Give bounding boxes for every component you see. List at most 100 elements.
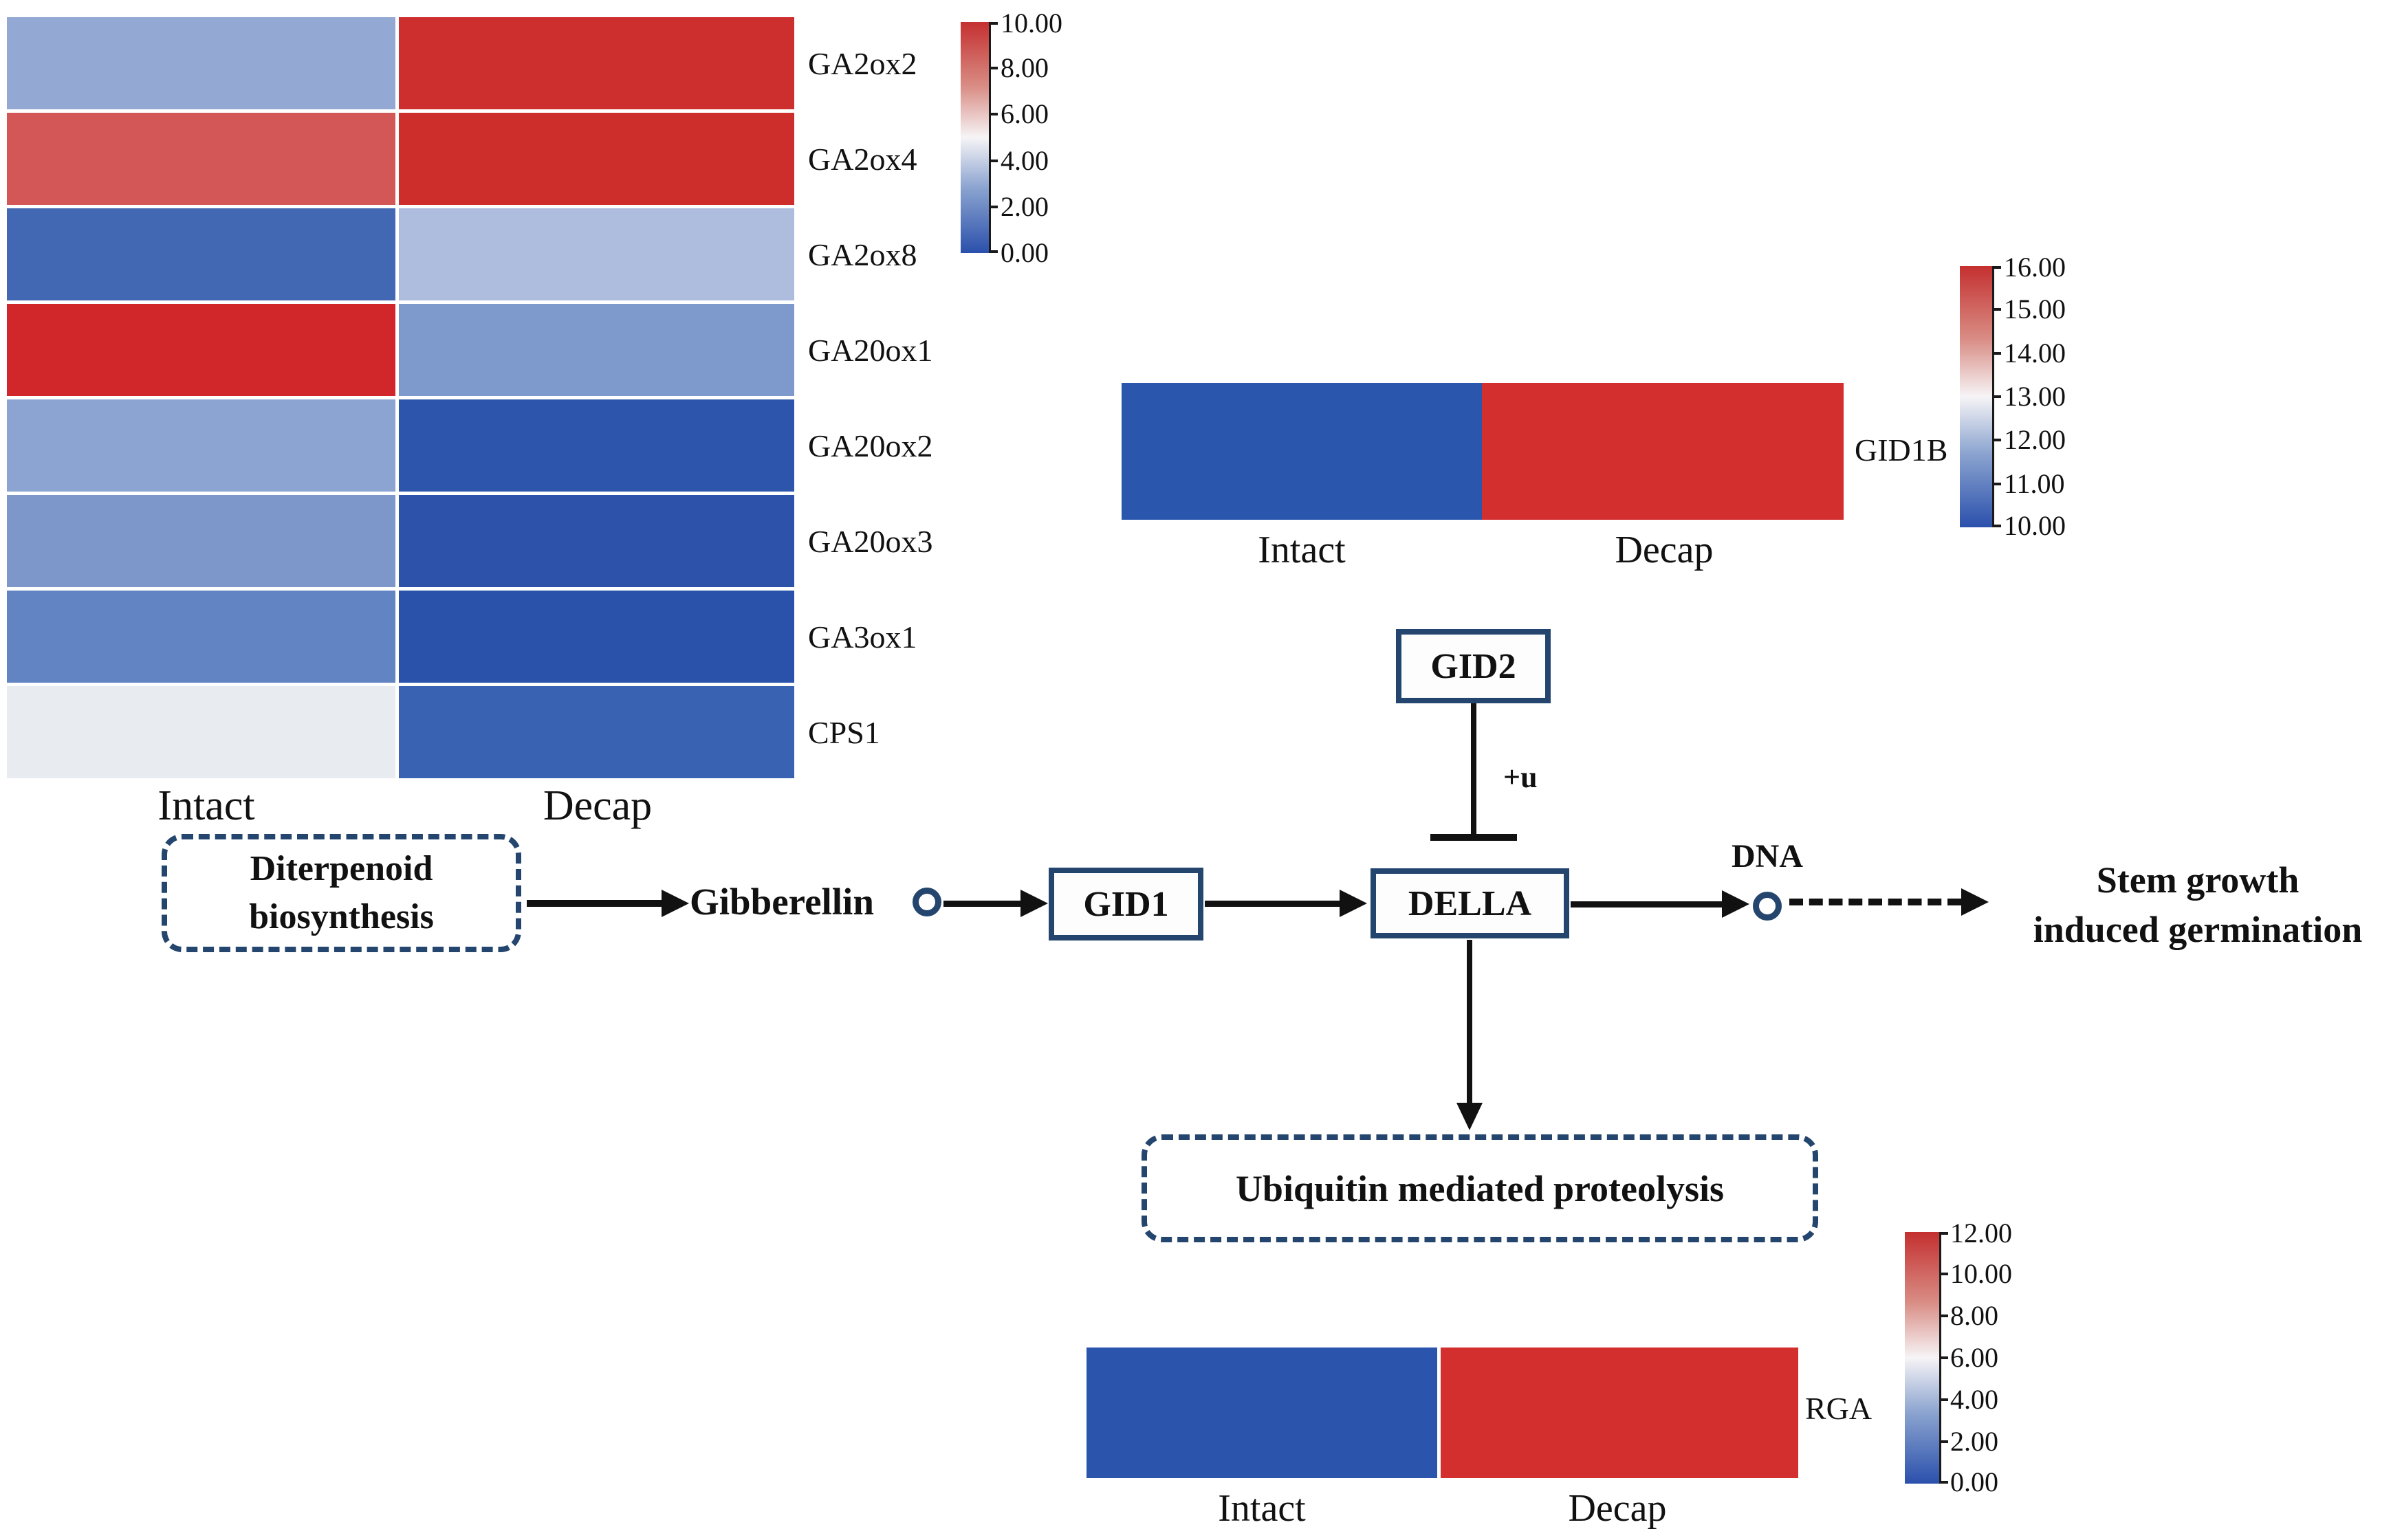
colorbar-gradient — [961, 22, 991, 253]
colorbar-tick — [1939, 1398, 1948, 1401]
stem-growth-line1: Stem growth — [2096, 859, 2300, 901]
colorbar-tick-label: 2.00 — [1950, 1426, 1998, 1457]
arrow-gid1-della — [1205, 901, 1340, 907]
gene-row-label: GA2ox4 — [808, 141, 917, 177]
ubiquitin-label: Ubiquitin mediated proteolysis — [1235, 1167, 1725, 1209]
colorbar-tick — [989, 22, 998, 25]
ubiquitination-label: +u — [1503, 760, 1538, 794]
stem-growth-label: Stem growth induced germination — [2005, 855, 2391, 954]
colorbar-tick-label: 10.00 — [1001, 8, 1062, 38]
colorbar-tick — [1992, 395, 2001, 398]
colorbar-tick — [1939, 1232, 1948, 1235]
colorbar-tick — [1992, 308, 2001, 311]
colorbar-tick-label: 15.00 — [2004, 294, 2066, 324]
gene-row-label: GA2ox8 — [808, 236, 917, 272]
gene-row-label: GA20ox3 — [808, 523, 933, 559]
heatmap-cell — [1441, 1348, 1798, 1478]
gene-row-label: GA20ox1 — [808, 332, 933, 368]
colorbar-tick-label: 0.00 — [1950, 1466, 1998, 1497]
gibberellin-node-circle — [913, 888, 941, 916]
heatmap-cell — [399, 686, 794, 778]
arrowhead-right-icon — [1961, 888, 1989, 916]
colorbar-tick-label: 4.00 — [1001, 145, 1049, 176]
colorbar-ga-genes: 10.00 8.00 6.00 4.00 2.00 0.00 — [961, 8, 1098, 268]
arrow-della-dna — [1571, 901, 1722, 908]
heatmap-cell — [399, 495, 794, 587]
diterpenoid-line2: biosynthesis — [249, 897, 434, 936]
colorbar-gradient — [1960, 266, 1994, 527]
colorbar-tick-label: 6.00 — [1950, 1342, 1998, 1373]
gene-row-label: RGA — [1805, 1391, 1873, 1426]
dna-node-circle — [1753, 892, 1782, 921]
col-label-intact: Intact — [1258, 529, 1346, 571]
heatmap-cell — [1122, 383, 1482, 520]
colorbar-tick — [1992, 483, 2001, 485]
inhibition-line — [1471, 703, 1476, 835]
heatmap-cell — [399, 399, 794, 492]
colorbar-tick-label: 6.00 — [1001, 98, 1049, 129]
heatmap-ga-genes — [7, 17, 794, 778]
heatmap-cell — [7, 495, 395, 587]
colorbar-tick — [1939, 1481, 1948, 1484]
dashed-box-ubiquitin: Ubiquitin mediated proteolysis — [1142, 1134, 1818, 1242]
arrowhead-down-icon — [1456, 1103, 1483, 1130]
node-gid2: GID2 — [1396, 629, 1551, 703]
col-label-intact: Intact — [157, 782, 255, 829]
gene-row-label: GA2ox2 — [808, 45, 917, 81]
colorbar-tick — [1939, 1314, 1948, 1317]
colorbar-gid1b: 16.00 15.00 14.00 13.00 12.00 11.00 10.0… — [1960, 252, 2111, 541]
colorbar-tick-label: 12.00 — [2004, 424, 2066, 455]
heatmap-cell — [7, 113, 395, 205]
colorbar-tick-label: 11.00 — [2004, 468, 2065, 499]
arrowhead-right-icon — [1020, 890, 1048, 917]
heatmap-cell — [7, 686, 395, 778]
colorbar-tick-label: 4.00 — [1950, 1384, 1998, 1415]
colorbar-tick-label: 10.00 — [1950, 1258, 2012, 1289]
heatmap-cell — [399, 591, 794, 683]
colorbar-tick-label: 12.00 — [1950, 1218, 2012, 1248]
gene-row-label: GA3ox1 — [808, 619, 917, 654]
heatmap-cell — [399, 304, 794, 396]
colorbar-gradient — [1905, 1232, 1941, 1484]
arrow-della-ubiquitin — [1467, 940, 1472, 1103]
colorbar-tick-label: 8.00 — [1950, 1300, 1998, 1331]
heatmap-cell — [7, 304, 395, 396]
gibberellin-label: Gibberellin — [690, 881, 874, 923]
heatmap-cell — [7, 591, 395, 683]
colorbar-tick — [1992, 352, 2001, 355]
dna-label: DNA — [1732, 838, 1803, 874]
arrowhead-right-icon — [662, 890, 689, 917]
node-gid2-label: GID2 — [1430, 646, 1516, 686]
colorbar-tick — [1992, 525, 2001, 527]
node-della-label: DELLA — [1408, 883, 1532, 923]
arrow-diterpenoid-gibberellin — [527, 900, 662, 907]
gene-row-label: GA20ox2 — [808, 428, 933, 463]
colorbar-rga: 12.00 10.00 8.00 6.00 4.00 2.00 0.00 — [1905, 1218, 2056, 1497]
colorbar-tick — [1992, 439, 2001, 441]
colorbar-tick — [1939, 1273, 1948, 1275]
stem-growth-line2: induced germination — [2033, 909, 2363, 950]
colorbar-tick-label: 14.00 — [2004, 338, 2066, 368]
heatmap-cell — [399, 208, 794, 300]
heatmap-cell — [7, 17, 395, 109]
heatmap-cell — [7, 208, 395, 300]
arrowhead-right-icon — [1340, 890, 1367, 917]
colorbar-tick-label: 16.00 — [2004, 252, 2066, 283]
diterpenoid-line1: Diterpenoid — [250, 849, 433, 888]
col-label-decap: Decap — [543, 782, 653, 829]
gene-row-label: CPS1 — [808, 714, 880, 750]
gene-row-label: GID1B — [1855, 432, 1948, 468]
arrowhead-right-icon — [1722, 890, 1749, 918]
col-label-intact: Intact — [1218, 1487, 1306, 1530]
node-della: DELLA — [1371, 868, 1569, 938]
colorbar-tick-label: 10.00 — [2004, 510, 2066, 541]
node-gid1: GID1 — [1049, 868, 1203, 940]
inhibition-bar — [1430, 834, 1517, 841]
heatmap-cell — [399, 17, 794, 109]
colorbar-tick-label: 13.00 — [2004, 381, 2066, 412]
dashed-box-diterpenoid: Diterpenoid biosynthesis — [162, 834, 521, 952]
colorbar-tick — [1939, 1356, 1948, 1359]
colorbar-tick-label: 2.00 — [1001, 191, 1049, 222]
colorbar-tick — [1992, 266, 2001, 269]
